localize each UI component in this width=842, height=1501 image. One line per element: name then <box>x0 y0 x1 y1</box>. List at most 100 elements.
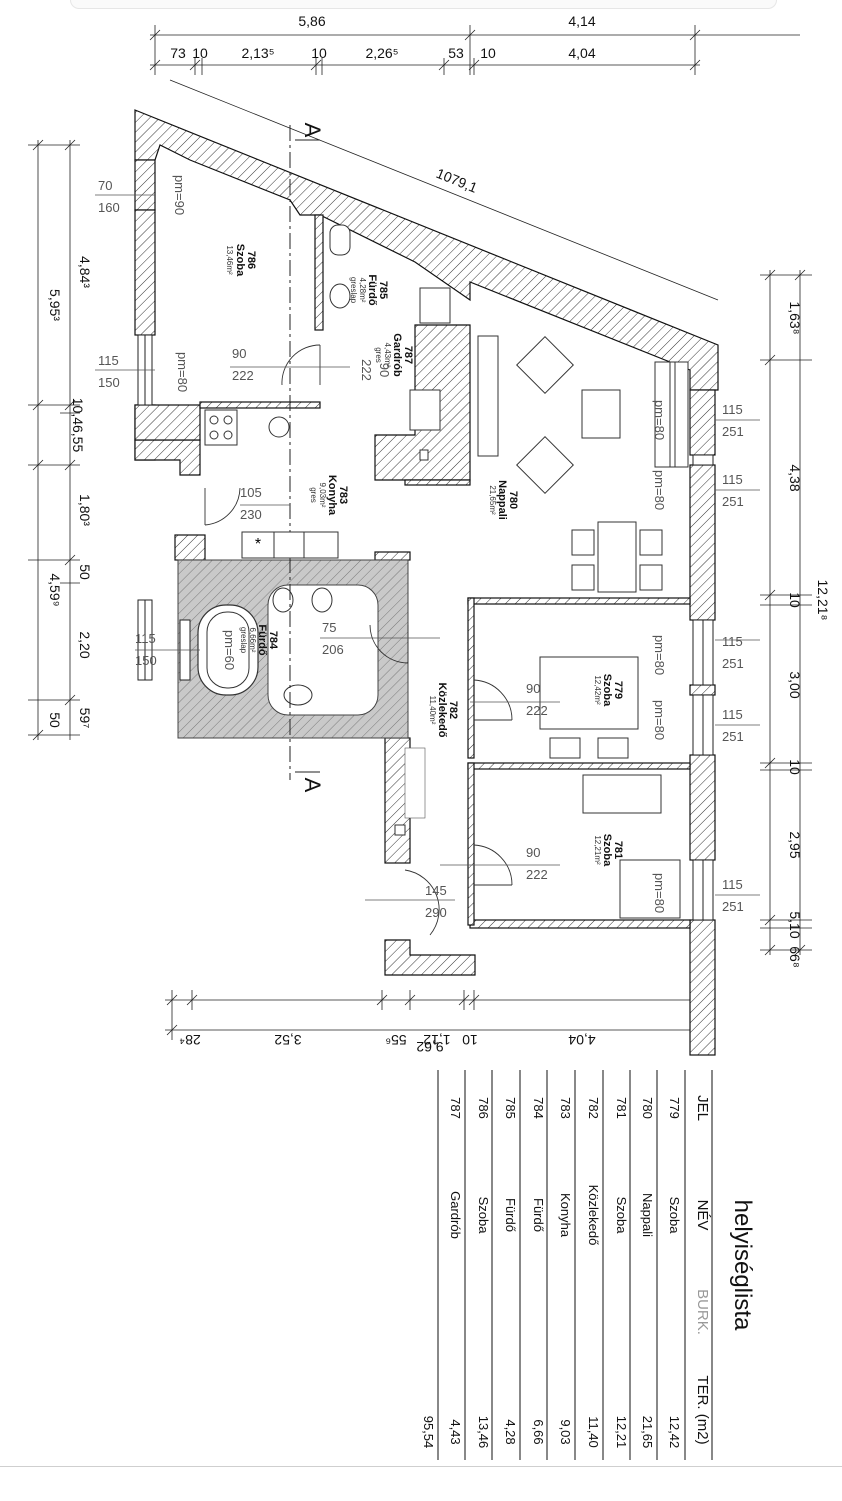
table-cell: 782 <box>586 1097 601 1119</box>
room-779: 779 Szoba 12,42m² <box>593 674 624 707</box>
right-dim-inner-3: 3,00 <box>787 671 803 698</box>
bottom-dim-1: 3,52 <box>274 1032 301 1048</box>
top-sub-3: 10 <box>311 45 327 61</box>
top-dimensions <box>149 25 800 75</box>
bathtub-inner <box>206 611 250 689</box>
room-787: 787 Gardrób 4,43m² gres <box>374 333 414 377</box>
door-0-h: 222 <box>232 368 254 383</box>
room-782-area: 11,40m² <box>428 696 437 725</box>
door-1-w: 90 <box>377 363 392 377</box>
room-780-area: 21,65m² <box>488 485 497 515</box>
table-cell: 6,66 <box>531 1419 546 1444</box>
table-cell: 21,65 <box>640 1416 655 1449</box>
table-cell: 783 <box>558 1097 573 1119</box>
bottom-dim-2: 55⁶ <box>385 1032 406 1048</box>
door-5-w: 90 <box>526 845 540 860</box>
room-779-name: Szoba <box>601 674 613 707</box>
bottom-dim-0: 28⁴ <box>179 1032 201 1048</box>
top-dim-0: 5,86 <box>298 13 325 29</box>
table-cell: Szoba <box>614 1197 629 1235</box>
room-785: 785 Fürdő 4,28m² greslap <box>349 274 389 305</box>
left-dim-0: 5,95³ <box>47 289 63 321</box>
table-header-ter: TER. (m2) <box>694 1375 711 1444</box>
corridor-wardrobe <box>404 747 426 819</box>
table-cell: Fürdő <box>503 1198 518 1232</box>
left-dim-inner-0: 4,84³ <box>77 256 93 288</box>
left-dim-2: 4,59⁹ <box>47 573 63 606</box>
window-4-w: 115 <box>722 472 743 487</box>
door-4-h: 222 <box>526 703 548 718</box>
window-5-pm: pm=80 <box>652 635 667 675</box>
window-6-h: 251 <box>722 729 744 744</box>
window-2-w: 115 <box>135 631 156 646</box>
table-cell: Nappali <box>640 1193 655 1237</box>
table-header-jel: JEL <box>694 1095 711 1121</box>
table-header-nev: NÉV <box>694 1200 711 1231</box>
window-annotations <box>95 194 760 896</box>
room-781-name: Szoba <box>601 834 613 867</box>
room-785-floor: greslap <box>349 277 358 304</box>
room-783-id: 783 <box>337 486 349 504</box>
window-6-w: 115 <box>722 707 743 722</box>
right-dim-inner-4: 10 <box>787 759 803 775</box>
room-779-id: 779 <box>612 681 624 699</box>
door-5-h: 222 <box>526 867 548 882</box>
window-0-w: 70 <box>98 178 112 193</box>
top-sub-7: 4,04 <box>568 45 595 61</box>
door-2-h: 230 <box>240 507 262 522</box>
window-3-h: 251 <box>722 424 744 439</box>
bottom-dim-total: 9,62 <box>416 1039 443 1055</box>
room-780: 780 Nappali 21,65m² <box>488 480 519 520</box>
room-784-floor: greslap <box>239 627 248 654</box>
window-3-w: 115 <box>722 402 743 417</box>
window-2-h: 150 <box>135 653 157 668</box>
window-7-w: 115 <box>722 877 743 892</box>
room-779-area: 12,42m² <box>593 675 602 705</box>
window-0-pm: pm=90 <box>172 175 187 215</box>
left-dim-inner-1: 1,80³ <box>77 494 93 526</box>
top-sub-6: 10 <box>480 45 496 61</box>
bottom-bar <box>0 1466 842 1501</box>
window-4-pm: pm=80 <box>652 470 667 510</box>
window-7-pm: pm=80 <box>652 873 667 913</box>
room-786: 786 Szoba 13,46m² <box>225 244 257 277</box>
table-cell: Közlekedő <box>586 1185 601 1246</box>
window-2-pm: pm=60 <box>222 630 237 670</box>
right-dimensions <box>760 269 812 956</box>
left-dim-1: 10,46,55 <box>70 398 86 453</box>
room-783-floor: gres <box>309 487 318 503</box>
table-cell: 781 <box>614 1097 629 1119</box>
diagonal-dim-line <box>169 79 719 301</box>
bedroom-781-furniture <box>582 774 681 919</box>
table-cell: 9,03 <box>558 1419 573 1444</box>
table-cell: Konyha <box>558 1193 573 1238</box>
window-1-h: 150 <box>98 375 120 390</box>
diagonal-dim: 1079,1 <box>434 165 480 196</box>
walls <box>134 109 719 1056</box>
door-6-h: 290 <box>425 905 447 920</box>
left-dimensions <box>28 139 80 741</box>
room-787-area: 4,43m² <box>383 343 392 368</box>
room-786-id: 786 <box>245 251 257 269</box>
windows-right <box>692 454 714 921</box>
right-dim-inner-0: 1,63⁸ <box>787 301 803 334</box>
top-dim-1: 4,14 <box>568 13 595 29</box>
table-cell: 4,28 <box>503 1419 518 1444</box>
room-784: 784 Fürdő 6,66m² greslap <box>239 624 279 655</box>
table-cell: 787 <box>448 1097 463 1119</box>
room-781: 781 Szoba 12,21m² <box>593 834 624 867</box>
window-3-pm: pm=80 <box>652 400 667 440</box>
door-1-h: 222 <box>359 359 374 381</box>
room-786-area: 13,46m² <box>225 245 234 275</box>
room-781-id: 781 <box>612 841 624 859</box>
room-785-name: Fürdő <box>366 274 378 305</box>
room-784-area: 6,66m² <box>248 628 257 653</box>
door-2-w: 105 <box>240 485 262 500</box>
room-783-area: 9,03m² <box>318 483 327 508</box>
left-dim-3: 50 <box>47 712 63 728</box>
window-5-w: 115 <box>722 634 743 649</box>
window-1-w: 115 <box>98 353 119 368</box>
table-cell: 779 <box>667 1097 682 1119</box>
right-dim-inner-2: 10 <box>787 592 803 608</box>
right-dim-inner-7: 66⁸ <box>787 946 803 968</box>
